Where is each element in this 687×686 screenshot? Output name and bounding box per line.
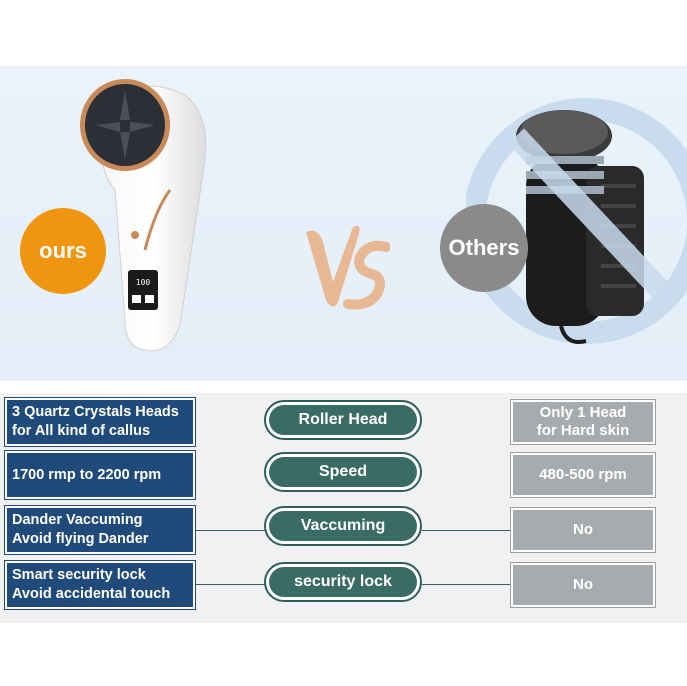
others-feature-cell: Only 1 Head for Hard skin xyxy=(510,399,656,445)
ours-feature-cell: 1700 rmp to 2200 rpm xyxy=(4,450,196,500)
ours-feature-line: 1700 rmp to 2200 rpm xyxy=(12,466,162,483)
ours-feature-line: Avoid accidental touch xyxy=(12,586,171,602)
ours-foot-file-image: 100 xyxy=(80,79,207,352)
others-feature-line: Only 1 Head xyxy=(539,404,627,421)
ours-label: ours xyxy=(39,238,87,263)
others-feature-line: No xyxy=(573,521,593,538)
others-badge: Others xyxy=(440,204,528,292)
ours-feature-line: 3 Quartz Crystals Heads xyxy=(12,404,179,420)
feature-label: Speed xyxy=(269,457,417,487)
ours-badge: ours xyxy=(20,208,106,294)
row-connector xyxy=(195,584,265,585)
others-feature-line: 480-500 rpm xyxy=(539,466,627,483)
feature-label: Vaccuming xyxy=(269,511,417,541)
feature-label: Roller Head xyxy=(269,405,417,435)
ours-feature-cell: 3 Quartz Crystals Heads for All kind of … xyxy=(4,397,196,447)
others-feature-cell: 480-500 rpm xyxy=(510,452,656,498)
ours-feature-line: Dander Vaccuming xyxy=(12,512,143,528)
feature-label: security lock xyxy=(269,567,417,597)
others-label: Others xyxy=(448,235,520,260)
others-feature-line: for Hard skin xyxy=(536,422,630,439)
row-connector xyxy=(195,530,265,531)
feature-pill: Roller Head xyxy=(264,400,422,440)
ours-feature-line: for All kind of callus xyxy=(12,423,151,439)
ours-feature-cell: Smart security lock Avoid accidental tou… xyxy=(4,560,196,610)
others-feature-line: No xyxy=(573,576,593,593)
svg-text:100: 100 xyxy=(136,278,151,287)
feature-pill: Vaccuming xyxy=(264,506,422,546)
ours-feature-line: Avoid flying Dander xyxy=(12,531,149,547)
ours-feature-line: Smart security lock xyxy=(12,567,146,583)
others-feature-cell: No xyxy=(510,562,656,608)
row-connector xyxy=(422,584,512,585)
others-feature-cell: No xyxy=(510,507,656,553)
ours-feature-cell: Dander Vaccuming Avoid flying Dander xyxy=(4,505,196,555)
vs-graphic: VS xyxy=(306,225,390,310)
row-connector xyxy=(422,530,512,531)
feature-pill: security lock xyxy=(264,562,422,602)
feature-pill: Speed xyxy=(264,452,422,492)
